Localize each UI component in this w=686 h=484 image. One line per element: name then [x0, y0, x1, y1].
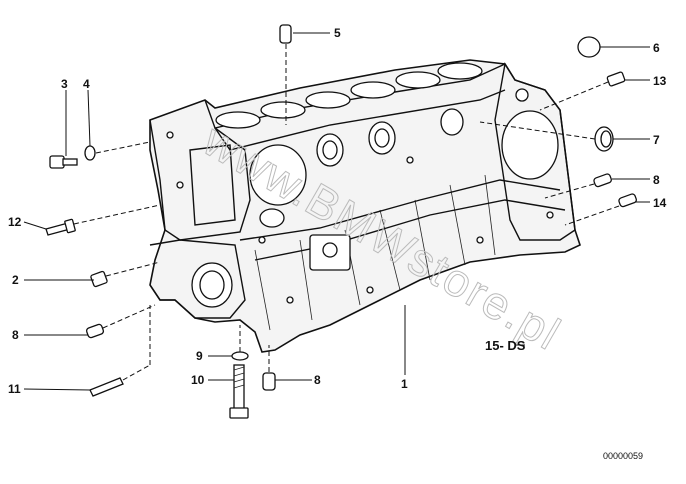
part-8-sleeve-right	[593, 173, 612, 188]
part-11-pin	[89, 377, 124, 397]
callout-numbers: 3 4 5 6 13 7 8 14 12 2 8 11 9 10 8 1 15-…	[8, 26, 667, 461]
callout-10: 10	[191, 373, 205, 387]
part-12-stud	[45, 218, 76, 236]
callout-3: 3	[61, 77, 68, 91]
callout-8-left: 8	[12, 328, 19, 342]
engine-block	[149, 59, 581, 353]
callout-6: 6	[653, 41, 660, 55]
callout-8-bottom: 8	[314, 373, 321, 387]
callout-14: 14	[653, 196, 667, 210]
callout-5: 5	[334, 26, 341, 40]
part-5-dowel	[279, 24, 292, 44]
label-15-ds: 15- DS	[485, 338, 526, 353]
part-2-plug	[90, 270, 108, 288]
part-3-bolt	[49, 155, 78, 169]
part-14-sleeve	[618, 193, 637, 208]
callout-13: 13	[653, 74, 667, 88]
leader-lines	[23, 32, 650, 391]
callout-8-right: 8	[653, 173, 660, 187]
part-4-washer	[84, 145, 96, 161]
part-10-bolt	[229, 364, 249, 419]
part-8-sleeve-bottom	[262, 372, 276, 391]
part-13-sender	[606, 71, 626, 87]
part-9-washer	[231, 351, 249, 361]
callout-2: 2	[12, 273, 19, 287]
part-8-sleeve-left	[85, 323, 105, 339]
part-6-cap	[577, 36, 601, 58]
callout-4: 4	[83, 77, 90, 91]
callout-12: 12	[8, 215, 22, 229]
diagram-reference-number: 00000059	[603, 451, 643, 461]
callout-9: 9	[196, 349, 203, 363]
callout-7: 7	[653, 133, 660, 147]
callout-1: 1	[401, 377, 408, 391]
callout-11: 11	[8, 382, 21, 396]
part-7-seal	[594, 126, 614, 152]
